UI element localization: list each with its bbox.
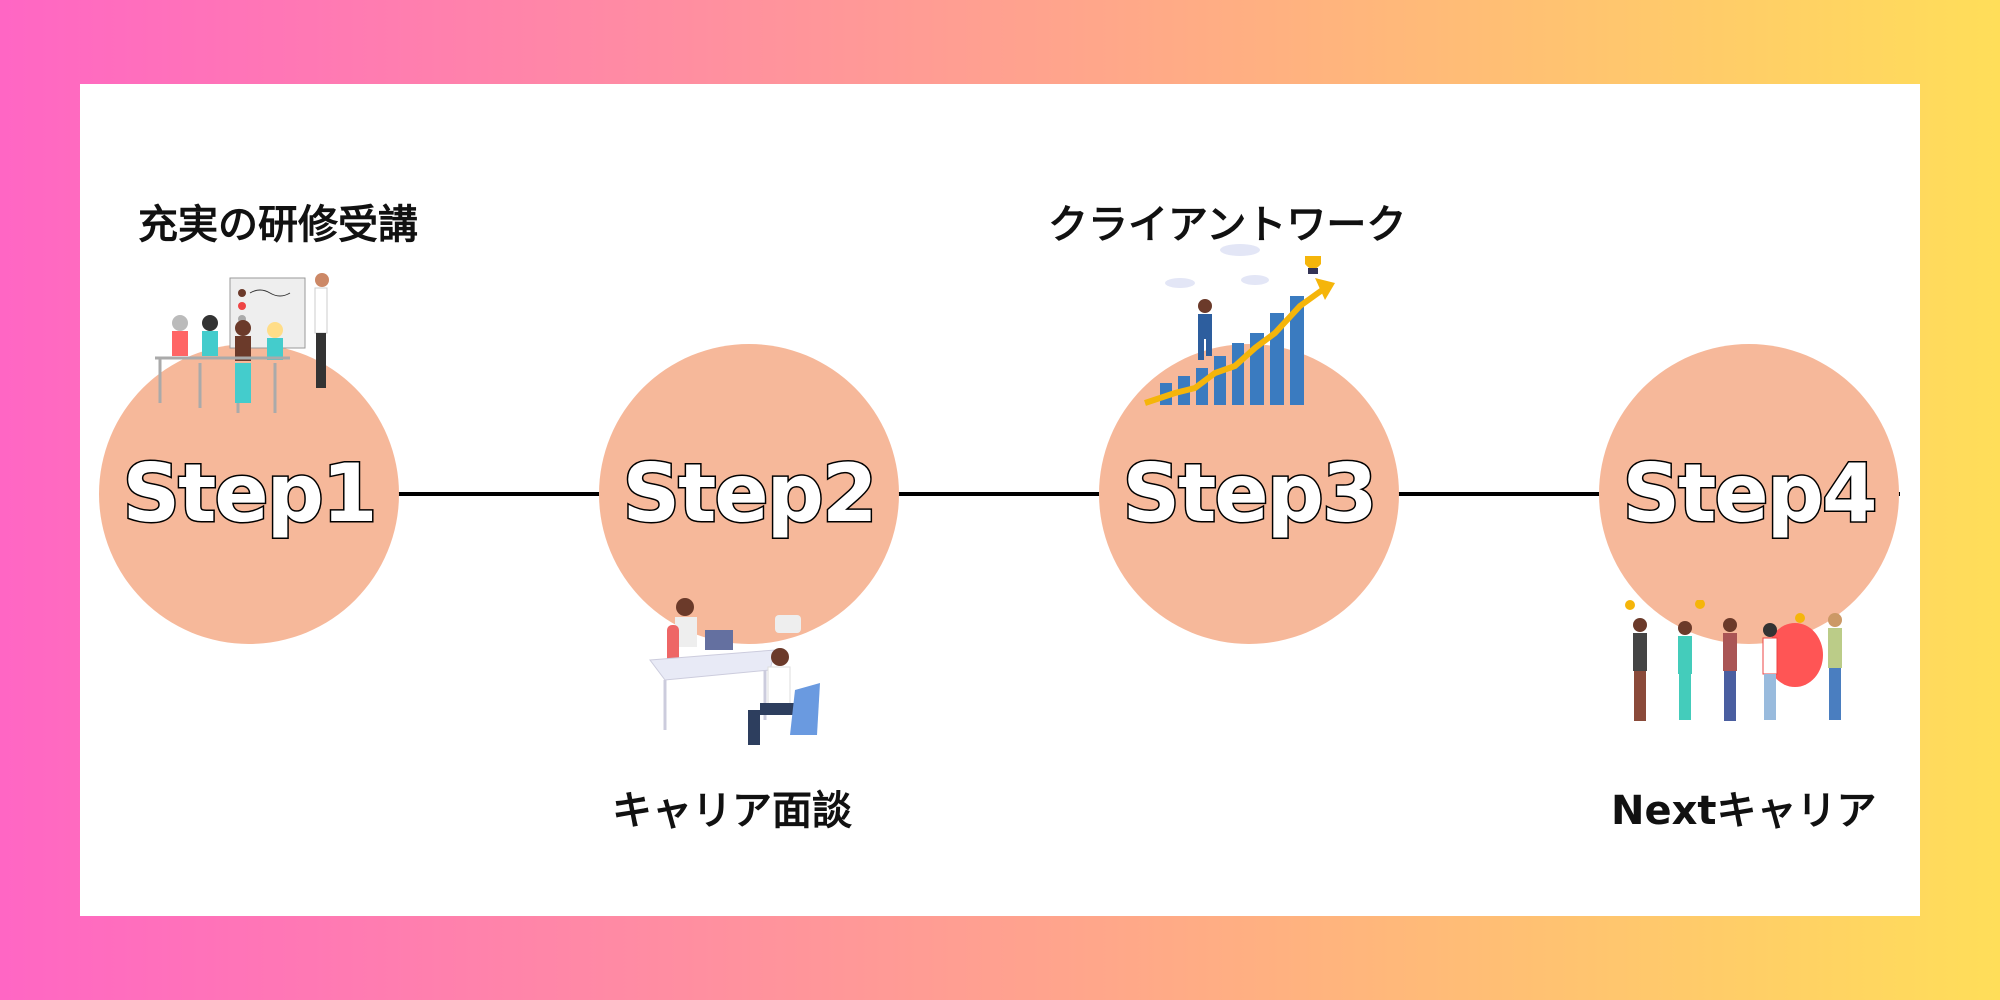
training-class-illustration — [155, 273, 329, 413]
step4-circle — [1599, 344, 1899, 644]
step2-caption: キャリア面談 — [612, 788, 852, 834]
step4-title: Step4 — [1621, 446, 1879, 542]
growth-chart-illustration — [1144, 244, 1335, 406]
timeline-connector — [100, 492, 1900, 496]
step4-caption: Nextキャリア — [1611, 788, 1877, 834]
step2-circle — [599, 344, 899, 644]
celebrating-team-illustration — [1625, 600, 1842, 721]
step3-caption: クライアントワーク — [1048, 202, 1407, 248]
step2-title: Step2 — [621, 446, 879, 542]
career-interview-illustration — [649, 598, 820, 745]
step3-title: Step3 — [1121, 446, 1379, 542]
step1-caption: 充実の研修受講 — [138, 202, 418, 248]
step3-circle — [1099, 344, 1399, 644]
step1-title: Step1 — [121, 446, 379, 542]
